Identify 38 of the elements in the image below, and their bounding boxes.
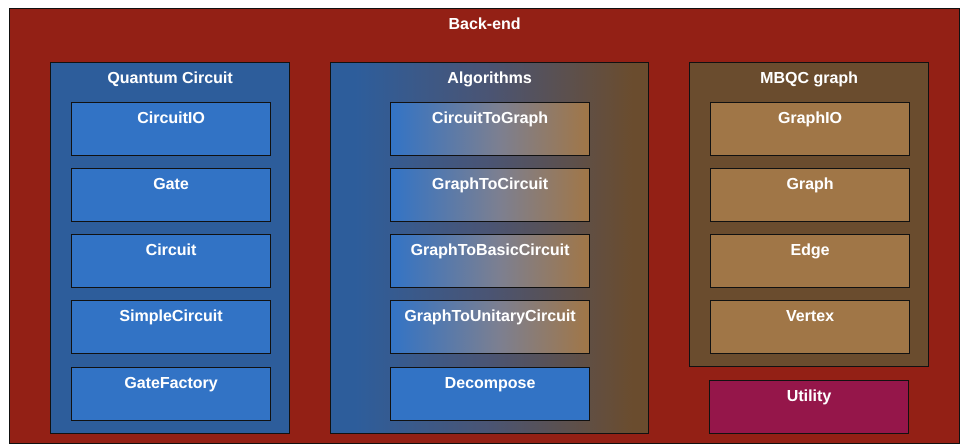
class-box — [709, 380, 909, 434]
class-name: Vertex — [784, 308, 836, 326]
class-box — [71, 102, 271, 156]
class-box — [390, 168, 590, 222]
class-box — [71, 168, 271, 222]
group-title: MBQC graph — [759, 70, 859, 88]
class-name: Graph — [785, 176, 835, 194]
class-box — [710, 102, 910, 156]
class-name: GraphToCircuit — [430, 176, 550, 194]
class-name: GraphToBasicCircuit — [410, 242, 570, 260]
class-name: Gate — [152, 176, 190, 194]
class-box — [710, 168, 910, 222]
group-panel — [689, 62, 929, 367]
class-box — [710, 234, 910, 288]
class-name: Edge — [789, 242, 831, 260]
class-name: GraphIO — [776, 110, 843, 128]
class-box — [390, 102, 590, 156]
container-panel — [9, 8, 960, 444]
class-name: Utility — [786, 388, 832, 406]
class-name: GateFactory — [123, 375, 219, 393]
group-title: Algorithms — [446, 70, 533, 88]
class-name: Circuit — [144, 242, 198, 260]
class-name: SimpleCircuit — [118, 308, 224, 326]
class-name: GraphToUnitaryCircuit — [403, 308, 577, 326]
class-box — [710, 300, 910, 354]
class-box — [71, 234, 271, 288]
container-title: Back-end — [447, 16, 522, 34]
class-box — [71, 367, 271, 421]
class-box — [390, 300, 590, 354]
class-box — [71, 300, 271, 354]
class-name: CircuitIO — [136, 110, 206, 128]
class-box — [390, 367, 590, 421]
class-name: Decompose — [444, 375, 536, 393]
class-box — [390, 234, 590, 288]
group-panel — [50, 62, 290, 434]
group-panel — [330, 62, 649, 434]
group-title: Quantum Circuit — [106, 70, 234, 88]
class-name: CircuitToGraph — [430, 110, 550, 128]
